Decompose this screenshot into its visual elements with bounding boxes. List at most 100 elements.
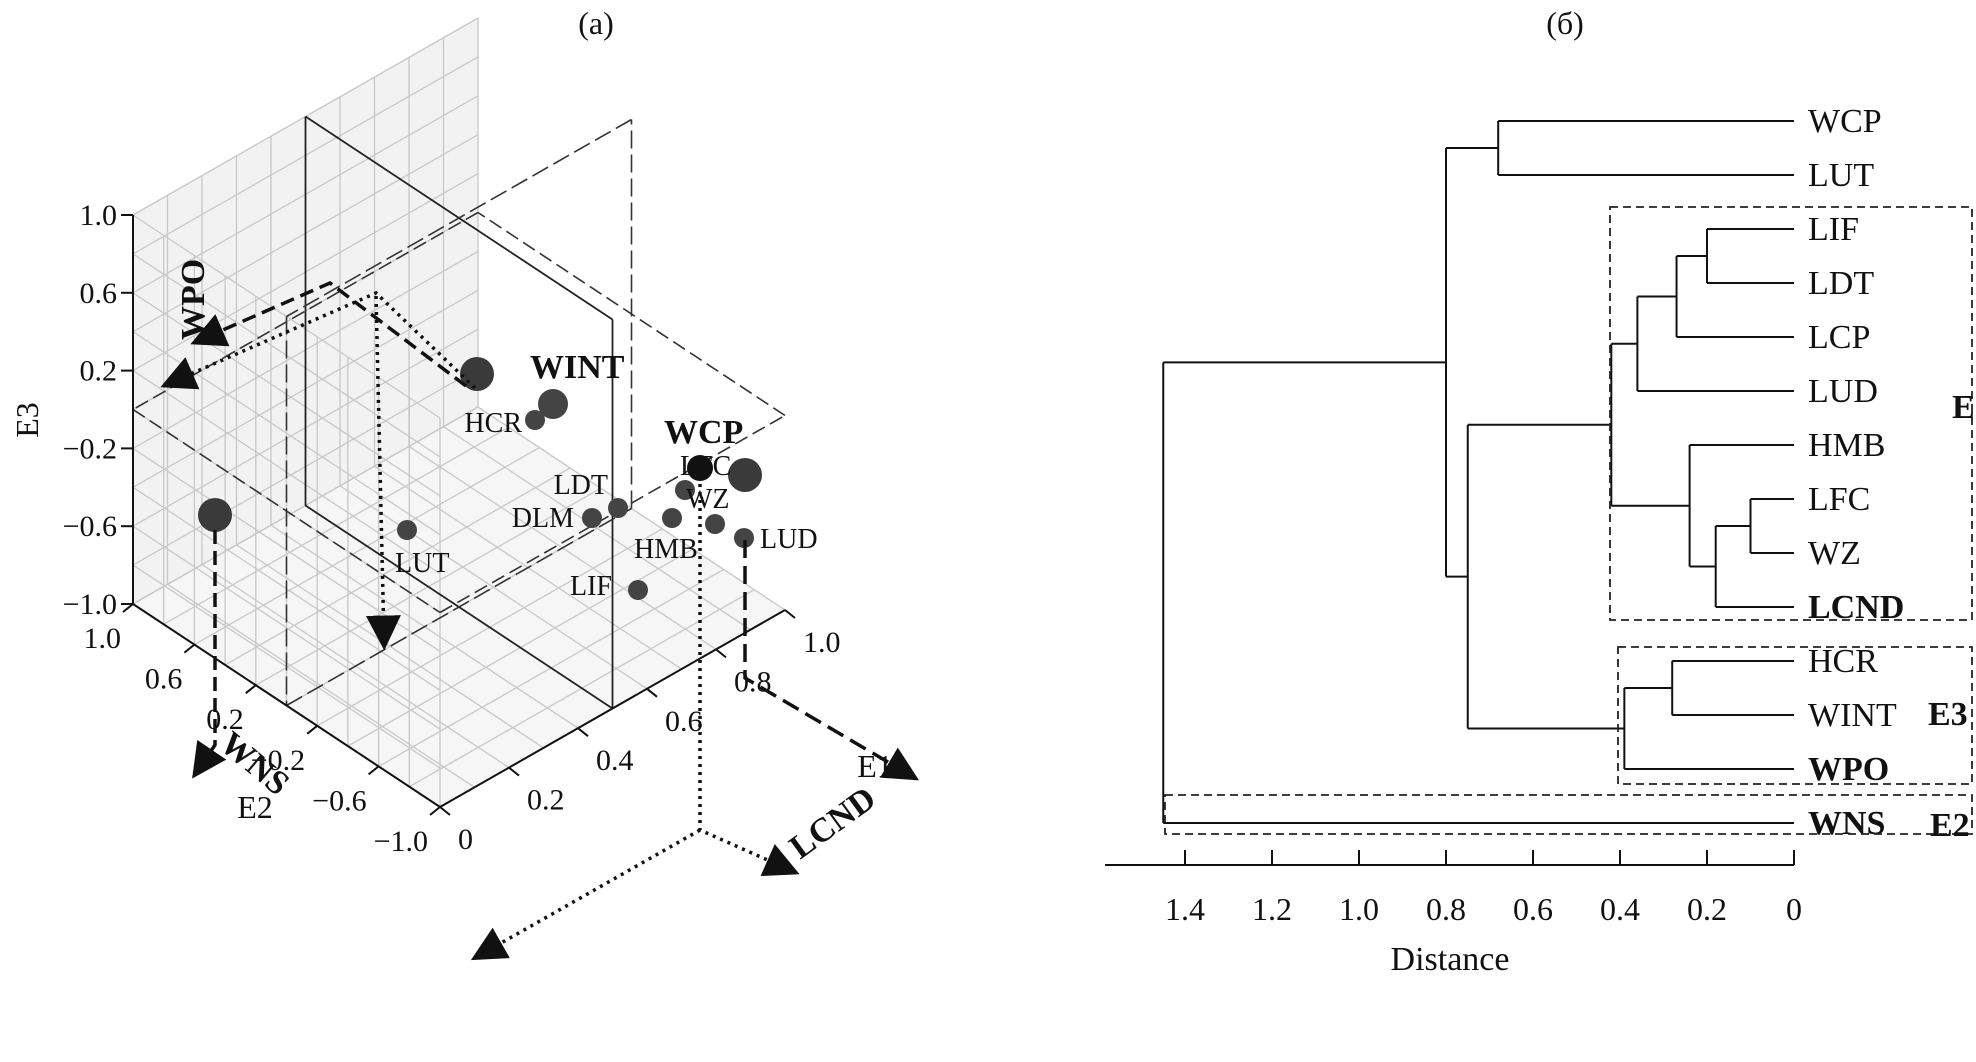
group-label: E3 — [1928, 696, 1968, 733]
scatter-point — [734, 528, 754, 548]
leaf-label: WCP — [1808, 103, 1882, 140]
distance-tick-label: 0 — [1786, 891, 1802, 927]
leaf-label: WINT — [1808, 697, 1897, 734]
panel-b-title: (б) — [1546, 5, 1584, 41]
scatter-point-large — [728, 458, 762, 492]
distance-tick-label: 0.4 — [1600, 891, 1640, 927]
e3-axis-label: E3 — [9, 402, 45, 438]
e1-tick — [577, 727, 589, 737]
panel-a-title: (a) — [578, 5, 614, 41]
leaf-label: WNS — [1808, 805, 1885, 842]
leaf-label: LIF — [1808, 211, 1859, 248]
leaf-label: HCR — [1808, 643, 1878, 680]
scatter-point — [628, 580, 648, 600]
e1-tick — [646, 688, 658, 698]
scatter-3d-panel: 00.20.40.60.81.01.00.60.2−0.2−0.6−1.01.0… — [9, 5, 920, 961]
e1-tick — [508, 766, 520, 777]
group-label: E2 — [1930, 807, 1970, 844]
e1-tick-label: 0.4 — [596, 744, 634, 777]
e3-tick-label: −1.0 — [63, 588, 117, 621]
e2-tick-label: −0.2 — [251, 744, 305, 777]
point-label: LIF — [570, 571, 612, 602]
scatter-point — [582, 508, 602, 528]
lcnd-arrow-label: LCND — [783, 780, 883, 867]
leaf-label: LUD — [1808, 373, 1878, 410]
e2-tick-label: −0.6 — [312, 784, 366, 817]
e2-tick — [245, 684, 257, 694]
plane-e3-edge — [439, 414, 786, 614]
plane-e2-edge — [286, 507, 632, 707]
scatter-point — [675, 480, 695, 500]
e2-tick — [306, 725, 318, 735]
wpo-dashed-arrow — [190, 280, 468, 388]
e1-tick-label: 1.0 — [803, 626, 841, 659]
scatter-point — [662, 508, 682, 528]
dendrogram-panel: WCPLUTLIFLDTLCPLUDHMBLFCWZLCNDHCRWINTWPO… — [1105, 5, 1976, 978]
e2-tick — [122, 603, 134, 613]
distance-tick-label: 1.0 — [1339, 891, 1379, 927]
point-label: LFC — [680, 451, 731, 482]
e2-tick — [367, 765, 380, 776]
point-label: WZ — [686, 484, 730, 515]
scatter-point — [705, 514, 725, 534]
distance-tick-label: 1.4 — [1165, 891, 1205, 927]
e2-axis-line — [132, 603, 441, 808]
e2-axis-label: E2 — [237, 789, 273, 825]
e2-tick-label: 0.2 — [206, 703, 244, 736]
scatter-point — [397, 520, 417, 540]
scatter-point-large — [198, 498, 232, 532]
e1-tick-label: 0 — [458, 823, 473, 856]
e1-tick — [439, 806, 451, 816]
point-label: LUT — [395, 548, 449, 579]
distance-axis-label: Distance — [1391, 941, 1510, 978]
e3-tick-label: −0.2 — [63, 432, 117, 465]
e2-tick-label: 1.0 — [84, 622, 122, 655]
group-label: E1 — [1952, 389, 1976, 426]
point-label: HMB — [634, 534, 698, 565]
e1-dotted-arrow — [470, 828, 701, 961]
point-label: WINT — [530, 349, 625, 386]
wpo-arrow-label: WPO — [175, 259, 212, 340]
e2-tick-label: −1.0 — [374, 825, 428, 858]
e3-tick-label: 0.6 — [80, 277, 118, 310]
wpo-dotted-arrow — [160, 290, 477, 390]
distance-tick-label: 1.2 — [1252, 891, 1292, 927]
e2-tick — [183, 643, 196, 654]
leaf-label: LUT — [1808, 157, 1874, 194]
e1-tick-label: 0.6 — [665, 705, 703, 738]
group-box — [1617, 646, 1973, 785]
scatter-point — [687, 455, 713, 481]
leaf-label: LCP — [1808, 319, 1870, 356]
plane-e2-edge — [286, 118, 632, 318]
e1-tick — [784, 609, 796, 619]
scatter-point — [525, 410, 545, 430]
e1-tick — [715, 648, 727, 659]
lcnd-dashed-arrow — [743, 540, 920, 781]
dotted-drop-arrow — [365, 295, 401, 651]
group-box — [1164, 794, 1973, 835]
leaf-label: LDT — [1808, 265, 1874, 302]
leaf-label: WPO — [1808, 751, 1889, 788]
e1-tick-label: 0.2 — [527, 784, 565, 817]
grid-line — [443, 426, 751, 631]
point-label: HCR — [464, 408, 522, 439]
distance-tick-label: 0.2 — [1687, 891, 1727, 927]
e2-tick — [429, 806, 441, 816]
group-box — [1609, 206, 1973, 621]
leaf-label: WZ — [1808, 535, 1861, 572]
distance-tick-label: 0.8 — [1426, 891, 1466, 927]
e1-axis-line — [439, 609, 786, 808]
leaf-label: HMB — [1808, 427, 1885, 464]
grid-line — [339, 485, 648, 690]
point-label: DLM — [512, 503, 574, 534]
scatter-point — [538, 389, 568, 419]
e2-tick-label: 0.6 — [145, 663, 183, 696]
e3-tick-label: 1.0 — [80, 199, 118, 232]
e3-tick-label: −0.6 — [63, 510, 117, 543]
e3-tick-label: 0.2 — [80, 355, 118, 388]
wns-dashed-arrow — [192, 530, 227, 779]
scatter-point — [608, 498, 628, 518]
point-label: LDT — [554, 470, 608, 501]
point-label: LUD — [760, 524, 818, 555]
